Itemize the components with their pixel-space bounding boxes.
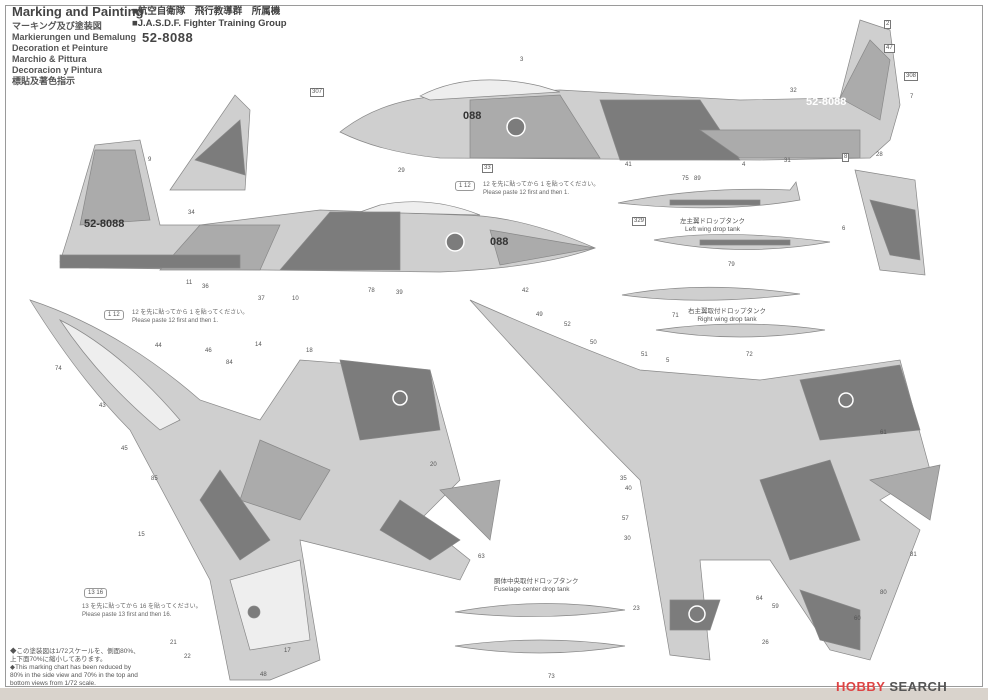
callout: 63 [478,554,485,560]
callout: 46 [205,348,212,354]
callout: 45 [121,446,128,452]
callout: 64 [756,596,763,602]
paste-note: 12 を先に貼ってから 1 を貼ってください。Please paste 12 f… [483,182,600,196]
callout: 49 [536,312,543,318]
callout: 51 [641,352,648,358]
tail-serial-left: 52-8088 [84,218,125,230]
callout: 43 [99,403,106,409]
callout: 44 [155,343,162,349]
page-title: Marking and Painting [12,4,144,19]
nose-number-right: 088 [463,110,482,122]
callout: 85 [151,476,158,482]
callout: 308 [904,72,919,81]
callout: 80 [880,590,887,596]
callout: 32 [790,88,797,94]
hobby-search-watermark: HOBBY SEARCH [836,679,948,694]
callout: 23 [633,606,640,612]
paste-boxes: 13 16 [84,588,108,598]
callout: 21 [170,640,177,646]
subtitle-de: Markierungen und Bemalung [12,32,137,42]
paste-note: 13 を先に貼ってから 16 を貼ってください。Please paste 13 … [82,604,202,618]
bottom-view [469,299,941,661]
callout: 5 [666,358,670,364]
callout: 79 [728,262,735,268]
callout: 61 [880,430,887,436]
callout: 52 [564,322,571,328]
callout: 3 [520,57,524,63]
callout: 10 [292,296,299,302]
subtitle-fr: Decoration et Peinture [12,43,109,53]
callout: 8 [842,153,850,162]
bottom-strip [0,688,988,700]
callout: 60 [854,616,861,622]
subtitle-es: Decoracion y Pintura [12,65,103,75]
callout: 17 [284,648,291,654]
tail-serial-right: 52-8088 [806,96,847,108]
scale-note: ◆この塗装図は1/72スケールを、側面80%、上下面70%に縮小してあります。◆… [10,648,140,687]
callout: 33 [482,164,493,173]
callout: 89 [694,176,701,182]
callout: 15 [138,532,145,538]
paste-boxes: 1 12 [455,181,475,191]
callout: 11 [186,280,193,286]
callout: 75 [682,176,689,182]
callout: 50 [590,340,597,346]
callout: 35 [620,476,627,482]
subtitle-it: Marchio & Pittura [12,54,87,64]
subtitle-zh: 標貼及著色指示 [12,76,76,86]
drop-tanks [454,181,831,654]
callout: 4 [742,162,746,168]
callout: 71 [672,313,679,319]
callout: 22 [184,654,191,660]
callout: 42 [522,288,529,294]
side-view-left [59,139,596,273]
side-view-right [339,19,901,161]
callout: 74 [55,366,62,372]
callout: 7 [910,94,914,100]
callout: 41 [625,162,632,168]
callout: 47 [884,44,895,53]
callout: 30 [624,536,631,542]
callout: 72 [746,352,753,358]
callout: 9 [148,157,152,163]
top-view [29,299,501,681]
callout: 34 [188,210,195,216]
callout: 84 [226,360,233,366]
callout: 2 [884,20,892,29]
paste-boxes: 1 12 [104,310,124,320]
callout: 73 [548,674,555,680]
callout: 40 [625,486,632,492]
callout: 18 [306,348,313,354]
callout: 26 [762,640,769,646]
callout: 29 [398,168,405,174]
callout: 57 [622,516,629,522]
callout: 36 [202,284,209,290]
nose-number-left: 088 [490,236,509,248]
callout: 31 [784,158,791,164]
callout: 28 [876,152,883,158]
paste-note: 12 を先に貼ってから 1 を貼ってください。Please paste 12 f… [132,310,249,324]
subtitle-jp: マーキング及び塗装図 [12,21,102,31]
callout: 81 [910,552,917,558]
callout: 307 [310,88,325,97]
page-frame [5,5,983,687]
callout: 78 [368,288,375,294]
callout: 329 [632,217,647,226]
callout: 48 [260,672,267,678]
callout: 6 [842,226,846,232]
callout: 20 [430,462,437,468]
unit-label: ■航空自衛隊 飛行教導群 所属機■J.A.S.D.F. Fighter Trai… [132,6,287,29]
callout: 14 [255,342,262,348]
serial-number: 52-8088 [142,30,194,45]
callout: 39 [396,290,403,296]
callout: 37 [258,296,265,302]
callout: 59 [772,604,779,610]
